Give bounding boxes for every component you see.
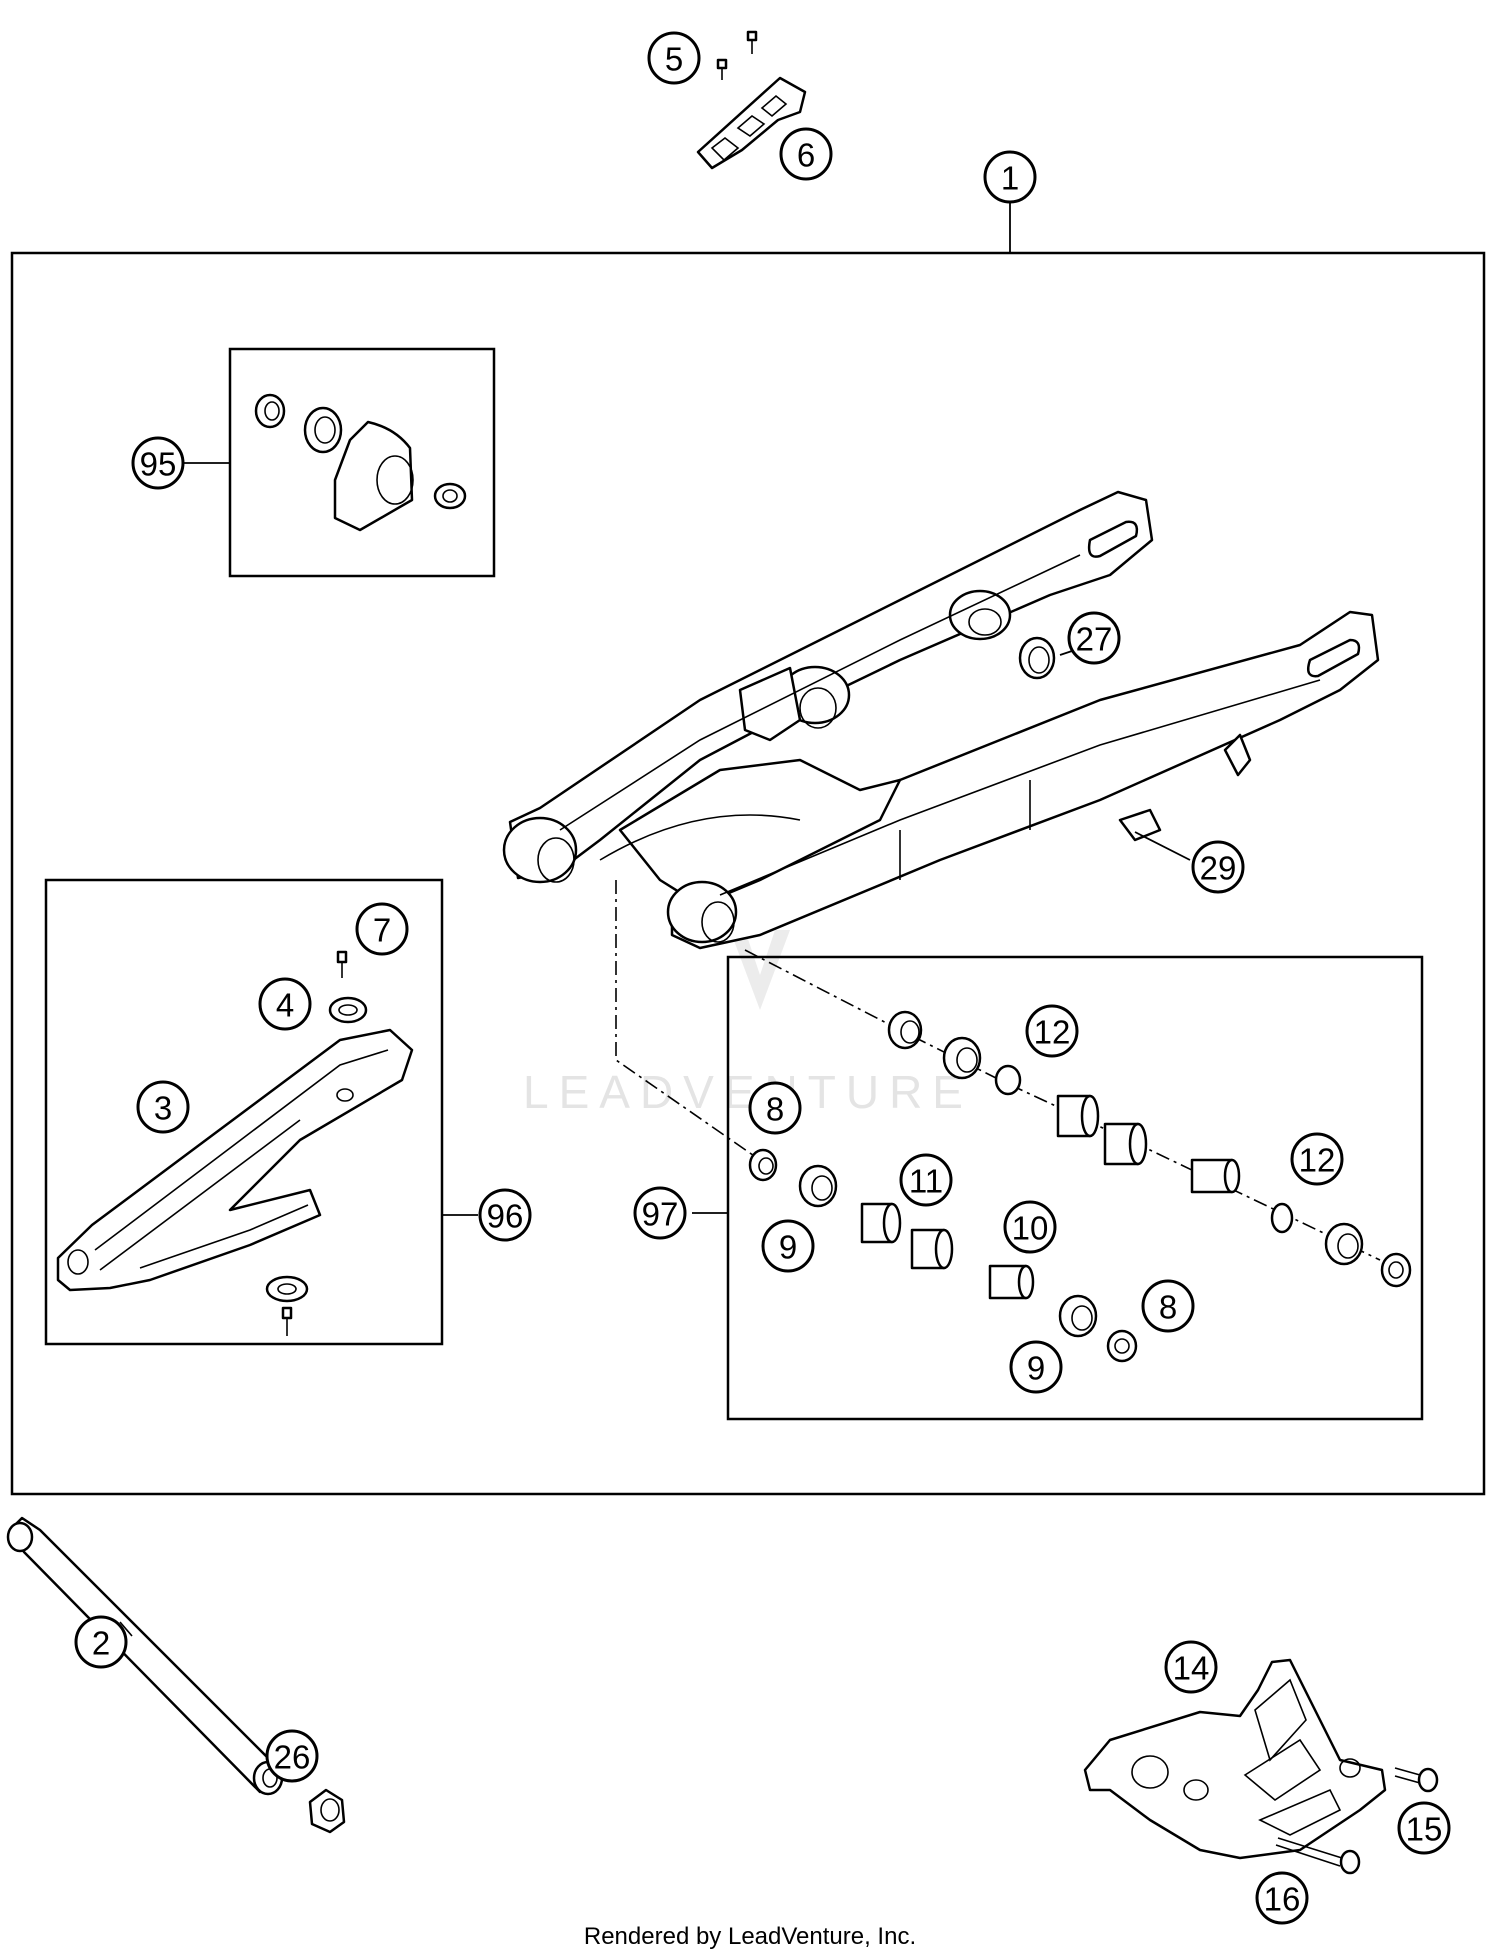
callout-9a: 9 bbox=[761, 1219, 815, 1273]
callout-95: 95 bbox=[131, 436, 185, 490]
svg-text:10: 10 bbox=[1012, 1210, 1049, 1247]
kit-97-frame bbox=[726, 955, 1424, 1421]
svg-text:5: 5 bbox=[665, 41, 683, 78]
svg-text:6: 6 bbox=[797, 137, 815, 174]
bolt-15 bbox=[1394, 1767, 1439, 1793]
nut-26 bbox=[308, 1788, 346, 1834]
svg-text:12: 12 bbox=[1034, 1014, 1071, 1051]
svg-text:4: 4 bbox=[276, 987, 294, 1024]
assembly-frame bbox=[10, 251, 1486, 1496]
svg-text:14: 14 bbox=[1173, 1650, 1210, 1687]
svg-text:3: 3 bbox=[154, 1090, 172, 1127]
callout-16: 16 bbox=[1255, 1871, 1309, 1925]
svg-text:11: 11 bbox=[909, 1163, 943, 1200]
bushing-27 bbox=[1018, 636, 1056, 680]
svg-text:2: 2 bbox=[92, 1625, 110, 1662]
svg-text:95: 95 bbox=[140, 446, 177, 483]
svg-text:16: 16 bbox=[1264, 1881, 1301, 1918]
callout-12a: 12 bbox=[1025, 1004, 1079, 1058]
svg-text:26: 26 bbox=[274, 1739, 311, 1776]
watermark: LEADVENTURE bbox=[523, 930, 973, 1118]
callout-97: 97 bbox=[633, 1186, 687, 1240]
callout-10: 10 bbox=[1003, 1200, 1057, 1254]
svg-text:12: 12 bbox=[1299, 1142, 1336, 1179]
callout-7: 7 bbox=[355, 902, 409, 956]
svg-text:8: 8 bbox=[1159, 1289, 1177, 1326]
chain-guide-14 bbox=[1083, 1658, 1387, 1860]
chain-slider-kit-96 bbox=[56, 950, 414, 1336]
callout-11: 11 bbox=[899, 1153, 953, 1207]
callout-3: 3 bbox=[136, 1080, 190, 1134]
callout-8a: 8 bbox=[748, 1081, 802, 1135]
callout-96: 96 bbox=[478, 1188, 532, 1242]
pivot-bearing-kit-95 bbox=[254, 393, 467, 532]
svg-text:96: 96 bbox=[487, 1198, 524, 1235]
chain-slider-block bbox=[696, 30, 807, 170]
pivot-axle-2 bbox=[6, 1516, 284, 1796]
callout-12b: 12 bbox=[1290, 1132, 1344, 1186]
callout-15: 15 bbox=[1397, 1801, 1451, 1855]
callout-6: 6 bbox=[779, 127, 833, 181]
callout-5: 5 bbox=[647, 31, 701, 85]
swingarm bbox=[502, 490, 1380, 950]
watermark-text: LEADVENTURE bbox=[523, 1066, 973, 1118]
bolt-16 bbox=[1275, 1837, 1361, 1875]
callout-14: 14 bbox=[1164, 1640, 1218, 1694]
callout-8b: 8 bbox=[1141, 1279, 1195, 1333]
render-credit: Rendered by LeadVenture, Inc. bbox=[583, 1923, 917, 1950]
svg-text:1: 1 bbox=[1001, 160, 1019, 197]
callout-26: 26 bbox=[265, 1729, 319, 1783]
kit-96-frame bbox=[44, 878, 444, 1346]
callout-4: 4 bbox=[258, 977, 312, 1031]
callout-27: 27 bbox=[1067, 611, 1121, 665]
svg-text:8: 8 bbox=[766, 1091, 784, 1128]
bearing-kit-97 bbox=[748, 1010, 1412, 1363]
svg-text:29: 29 bbox=[1200, 850, 1237, 887]
svg-text:9: 9 bbox=[779, 1229, 797, 1266]
svg-text:97: 97 bbox=[642, 1196, 679, 1233]
callout-1: 1 bbox=[983, 150, 1037, 204]
callout-29: 29 bbox=[1191, 840, 1245, 894]
callout-9b: 9 bbox=[1009, 1340, 1063, 1394]
svg-text:15: 15 bbox=[1406, 1811, 1443, 1848]
svg-text:7: 7 bbox=[373, 912, 391, 949]
svg-text:9: 9 bbox=[1027, 1350, 1045, 1387]
svg-text:27: 27 bbox=[1076, 621, 1113, 658]
callout-2: 2 bbox=[74, 1615, 128, 1669]
